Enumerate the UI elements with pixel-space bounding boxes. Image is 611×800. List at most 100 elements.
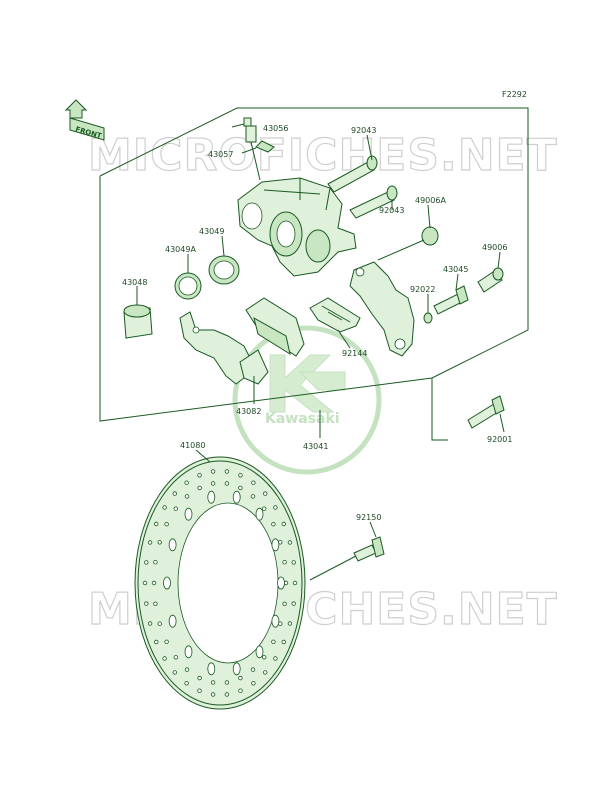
pin-bolt [433,285,469,315]
disc-slot [255,645,264,659]
disc-slot [207,662,216,676]
disc-vent-hole [224,481,230,486]
disc-vent-hole [172,491,177,496]
pad-shim [179,311,251,385]
label-92144: 92144 [342,349,367,358]
caliper-body [237,177,357,277]
disc-vent-hole [224,469,230,474]
label-92043-upper: 92043 [351,126,376,135]
disc-vent-hole [224,680,230,685]
label-49006: 49006 [482,243,507,252]
washer [423,312,433,324]
leader-lines [136,123,505,538]
disc-vent-hole [144,601,149,606]
disc-vent-hole [184,667,190,672]
mounting-bolt [467,395,505,429]
disc-vent-hole [263,491,268,496]
disc-vent-hole [173,655,178,660]
disc-vent-hole [172,670,177,675]
disc-slot [184,507,193,521]
disc-vent-hole [238,485,243,491]
logo-text: Kawasaki [265,411,340,427]
disc-vent-hole [262,506,267,511]
disc-vent-hole [147,621,153,626]
disc-vent-hole [197,485,202,491]
disc-slot [168,538,177,552]
disc-vent-hole [210,680,216,685]
disc-vent-hole [153,560,158,565]
disc-vent-hole [151,580,157,586]
diagram-code: F2292 [502,90,527,99]
disc-slot [271,538,280,552]
disc-slot [207,490,216,504]
disc-slot [184,645,193,659]
disc-slot [255,507,264,521]
disc-vent-hole [142,580,148,586]
disc-vent-hole [238,473,243,478]
disc-bolt [309,536,385,581]
disc-vent-hole [238,688,243,693]
disc-vent-hole [184,681,189,686]
disc-slot [277,576,285,590]
brake-pad-set [239,297,305,385]
disc-vent-hole [287,540,293,545]
disc-vent-hole [271,639,276,644]
disc-vent-hole [263,670,268,675]
disc-vent-hole [173,506,178,511]
assembly-frame [99,107,529,441]
dust-seal [174,272,202,300]
piston-seal [208,255,240,285]
watermark-text: MICROFICHES.NET [88,130,558,181]
collar-49006 [477,267,504,293]
pad-spring [309,297,361,333]
disc-vent-hole [184,480,189,485]
disc-vent-hole [287,621,293,626]
front-arrow-icon: FRONT [64,99,105,141]
disc-vent-hole [184,494,190,499]
disc-vent-hole [157,540,162,545]
disc-vent-hole [153,601,158,606]
label-49006a: 49006A [415,196,446,205]
label-43048: 43048 [122,278,147,287]
disc-vent-hole [250,667,256,672]
disc-vent-hole [273,505,278,510]
disc-vent-hole [238,675,243,681]
piston [123,304,153,339]
disc-slot [163,576,171,590]
disc-vent-hole [281,521,286,527]
disc-vent-hole [147,540,153,545]
brake-disc [134,456,306,710]
disc-slot [168,614,177,628]
disc-slot [232,490,241,504]
disc-vent-hole [210,692,216,697]
disc-vent-hole [197,675,202,681]
disc-slot [271,614,280,628]
caliper-bracket [349,261,415,357]
disc-vent-hole [164,639,169,644]
disc-vent-hole [251,480,256,485]
label-43057: 43057 [208,150,233,159]
label-43041: 43041 [303,442,328,451]
disc-vent-hole [153,521,159,527]
disc-vent-hole [197,473,202,478]
disc-vent-hole [210,469,216,474]
boot-49006a [377,226,439,261]
kawasaki-logo: Kawasaki [232,325,382,475]
label-41080: 41080 [180,441,205,450]
disc-vent-hole [162,656,167,661]
disc-vent-hole [197,688,202,693]
disc-vent-hole [282,560,287,565]
disc-vent-hole [281,639,286,645]
disc-vent-hole [153,639,159,645]
label-92043-lower: 92043 [379,206,404,215]
label-43049a: 43049A [165,245,196,254]
disc-vent-hole [224,692,230,697]
disc-vent-hole [273,656,278,661]
disc-vent-hole [292,580,298,586]
slide-pin-upper [327,155,378,193]
bleeder-valve [243,117,275,181]
label-43045: 43045 [443,265,468,274]
disc-vent-hole [210,481,216,486]
